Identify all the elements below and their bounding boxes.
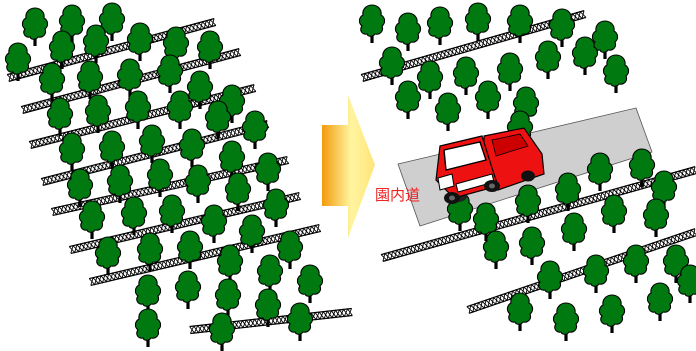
- tree-icon: [158, 194, 186, 233]
- tree-icon: [46, 97, 74, 136]
- tree-icon: [518, 226, 546, 265]
- tree-icon: [138, 124, 166, 163]
- tree-icon: [184, 164, 212, 203]
- tree-icon: [176, 230, 204, 269]
- tree-icon: [506, 292, 534, 331]
- tree-icon: [482, 230, 510, 269]
- tree-icon: [218, 140, 246, 179]
- tree-icon: [78, 200, 106, 239]
- tree-icon: [496, 52, 524, 91]
- tree-icon: [98, 130, 126, 169]
- tree-icon: [156, 54, 184, 93]
- tree-icon: [394, 80, 422, 119]
- tree-icon: [628, 148, 656, 187]
- tree-icon: [82, 24, 110, 63]
- tree-cluster-right: [358, 2, 696, 341]
- road-label: 園内道: [375, 186, 421, 204]
- tree-icon: [426, 6, 454, 45]
- tree-icon: [548, 8, 576, 47]
- tree-icon: [452, 56, 480, 95]
- tree-icon: [76, 60, 104, 99]
- tree-icon: [124, 90, 152, 129]
- tree-icon: [474, 80, 502, 119]
- tree-icon: [58, 132, 86, 171]
- orchard-before-panel: [4, 2, 353, 351]
- tree-icon: [286, 302, 314, 341]
- tree-icon: [98, 2, 126, 41]
- tree-icon: [434, 92, 462, 131]
- tree-icon: [178, 128, 206, 167]
- tree-icon: [646, 282, 674, 321]
- arrow-right-icon: [322, 95, 375, 238]
- tree-icon: [208, 312, 236, 351]
- tree-icon: [106, 164, 134, 203]
- tree-icon: [394, 12, 422, 51]
- tree-icon: [4, 42, 32, 81]
- tree-icon: [276, 230, 304, 269]
- tree-icon: [358, 4, 386, 43]
- tree-icon: [174, 270, 202, 309]
- tree-icon: [416, 60, 444, 99]
- tree-icon: [224, 172, 252, 211]
- tree-icon: [216, 244, 244, 283]
- tree-icon: [598, 294, 626, 333]
- tree-icon: [238, 214, 266, 253]
- tree-icon: [94, 236, 122, 275]
- tree-icon: [622, 244, 650, 283]
- tree-icon: [676, 264, 696, 303]
- tree-icon: [84, 94, 112, 133]
- tree-icon: [204, 100, 232, 139]
- tree-icon: [552, 302, 580, 341]
- tree-icon: [582, 254, 610, 293]
- tree-icon: [554, 172, 582, 211]
- tree-icon: [200, 204, 228, 243]
- tree-icon: [134, 274, 162, 313]
- tree-cluster-left: [4, 2, 324, 351]
- tree-icon: [560, 212, 588, 251]
- tree-icon: [536, 260, 564, 299]
- tree-icon: [534, 40, 562, 79]
- tree-icon: [21, 7, 49, 46]
- tree-icon: [134, 308, 162, 347]
- tree-icon: [642, 198, 670, 237]
- tree-icon: [120, 196, 148, 235]
- tree-icon: [166, 90, 194, 129]
- tree-icon: [586, 152, 614, 191]
- tree-icon: [186, 70, 214, 109]
- tree-icon: [600, 194, 628, 233]
- tree-icon: [136, 232, 164, 271]
- tree-icon: [571, 36, 599, 75]
- tree-icon: [378, 46, 406, 85]
- tree-icon: [591, 20, 619, 59]
- tree-icon: [48, 30, 76, 69]
- tree-icon: [116, 58, 144, 97]
- tree-icon: [241, 110, 269, 149]
- tree-icon: [38, 62, 66, 101]
- tree-icon: [146, 158, 174, 197]
- tree-icon: [262, 188, 290, 227]
- tree-icon: [196, 30, 224, 69]
- tree-icon: [66, 168, 94, 207]
- tree-icon: [254, 152, 282, 191]
- tree-icon: [514, 184, 542, 223]
- orchard-after-panel: [358, 2, 696, 341]
- tree-icon: [472, 202, 500, 241]
- tree-icon: [214, 278, 242, 317]
- tree-icon: [464, 2, 492, 41]
- tree-icon: [126, 22, 154, 61]
- tree-icon: [506, 4, 534, 43]
- tree-icon: [254, 288, 282, 327]
- truck-icon: [435, 127, 545, 204]
- tree-icon: [256, 254, 284, 293]
- tree-icon: [602, 54, 630, 93]
- trellis-row: [466, 228, 696, 314]
- tree-icon: [296, 264, 324, 303]
